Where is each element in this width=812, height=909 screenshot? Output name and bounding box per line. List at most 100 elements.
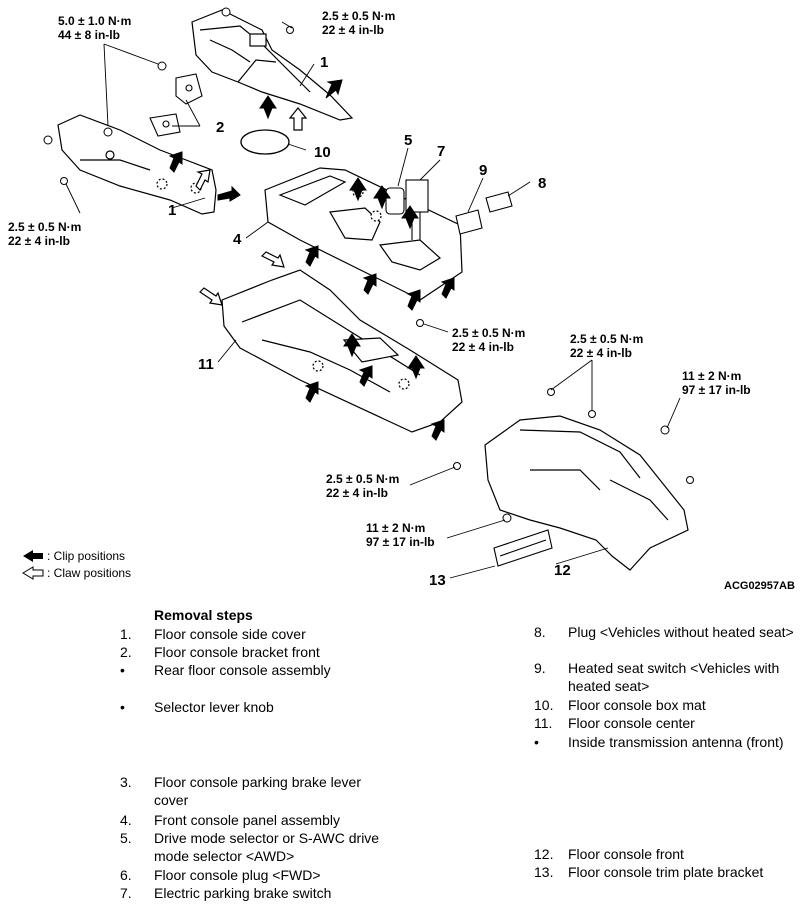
legend-clip-icon [23,550,43,562]
callout-part-1-lower: 1 [168,202,177,219]
torque-value-nm: 2.5 ± 0.5 N·m [8,220,82,234]
torque-value-inlb: 97 ± 17 in-lb [682,383,751,397]
step-marker: 13. [534,864,554,880]
step-marker: 4. [120,812,132,828]
trim-plate-bracket-drawing [493,529,553,567]
torque-value-nm: 2.5 ± 0.5 N·m [326,472,400,486]
torque-value-inlb: 22 ± 4 in-lb [8,234,70,248]
torque-label-bracket: 5.0 ± 1.0 N·m 44 ± 8 in-lb [58,14,131,42]
torque-label-panel: 2.5 ± 0.5 N·m 22 ± 4 in-lb [452,326,525,354]
torque-label-front-top: 2.5 ± 0.5 N·m 22 ± 4 in-lb [570,332,643,360]
step-item: 2. Floor console bracket front [120,643,394,661]
step-marker: 10. [534,697,554,713]
torque-value-inlb: 22 ± 4 in-lb [570,346,632,360]
callout-part-13: 13 [429,572,446,589]
legend-claw: : Claw positions [47,565,131,581]
step-text: Rear floor console assembly [154,662,331,678]
step-item: 7. Electric parking brake switch [120,884,394,902]
step-item: • Selector lever knob [120,698,394,716]
leader-lines [65,21,681,579]
step-text: Heated seat switch <Vehicles with heated… [568,660,780,694]
legend-claw-text: : Claw positions [47,566,132,580]
legend-clip-text: : Clip positions [47,549,126,563]
removal-steps-heading: Removal steps [154,607,253,623]
callout-part-9: 9 [479,162,488,179]
callout-part-4: 4 [233,231,242,248]
callout-part-11: 11 [198,356,214,373]
step-text: Plug <Vehicles without heated seat> [568,624,794,640]
side-cover-upper-drawing [191,9,354,121]
step-item: 12. Floor console front [534,845,806,863]
step-text: Floor console center [568,715,695,731]
torque-value-nm: 2.5 ± 0.5 N·m [322,9,396,23]
torque-label-lower-cover: 2.5 ± 0.5 N·m 22 ± 4 in-lb [8,220,81,248]
step-marker: • [120,699,125,715]
step-item: 1. Floor console side cover [120,625,394,643]
step-text: Inside transmission antenna (front) [568,734,784,750]
step-item: 6. Floor console plug <FWD> [120,866,394,884]
side-cover-lower-drawing [57,114,217,215]
step-marker: 8. [534,624,546,640]
step-item: 11. Floor console center [534,714,806,732]
step-marker: 11. [534,715,553,731]
step-text: Floor console box mat [568,697,706,713]
step-item: 13. Floor console trim plate bracket [534,863,806,881]
step-item: • Inside transmission antenna (front) [534,733,812,751]
bolts [43,7,694,523]
torque-value-nm: 11 ± 2 N·m [366,521,426,535]
step-item: 3. Floor console parking brake lever cov… [120,773,394,809]
legend-clip: : Clip positions [47,548,125,564]
front-console-panel-drawing [264,167,463,301]
step-marker: • [120,662,125,678]
step-item: 4. Front console panel assembly [120,811,394,829]
step-item: 8. Plug <Vehicles without heated seat> [534,623,806,641]
step-marker: 7. [120,885,132,901]
step-text: Floor console front [568,846,684,862]
step-text: Selector lever knob [154,699,274,715]
step-text: Front console panel assembly [154,812,340,828]
callout-part-7: 7 [437,143,446,160]
switches-drawing [385,179,513,240]
torque-value-nm: 5.0 ± 1.0 N·m [58,14,132,28]
claw-arrows [195,107,308,306]
step-text: Floor console plug <FWD> [154,867,321,883]
box-mat-drawing [240,129,290,155]
torque-label-front-side: 2.5 ± 0.5 N·m 22 ± 4 in-lb [326,472,399,500]
legend-claw-icon [22,566,44,580]
step-text: Drive mode selector or S-AWC drive mode … [154,830,380,864]
torque-value-nm: 2.5 ± 0.5 N·m [452,326,526,340]
step-text: Floor console trim plate bracket [568,864,764,880]
figure-code: ACG02957AB [724,580,795,592]
torque-value-inlb: 22 ± 4 in-lb [322,23,384,37]
torque-value-inlb: 22 ± 4 in-lb [326,486,388,500]
step-item: • Rear floor console assembly [120,661,394,679]
step-text: Floor console side cover [154,626,306,642]
callout-part-5: 5 [404,132,413,149]
floor-console-front-drawing [484,415,689,571]
step-marker: 1. [120,626,132,642]
step-marker: 5. [120,830,132,846]
step-text: Floor console bracket front [154,644,320,660]
callout-part-2: 2 [216,119,225,136]
torque-value-inlb: 97 ± 17 in-lb [366,535,435,549]
torque-value-nm: 11 ± 2 N·m [682,369,742,383]
step-item: 5. Drive mode selector or S-AWC drive mo… [120,829,394,865]
step-marker: • [534,734,539,750]
callout-part-1-upper: 1 [320,54,329,71]
torque-value-nm: 2.5 ± 0.5 N·m [570,332,644,346]
callout-part-8: 8 [538,175,547,192]
torque-label-upper-cover: 2.5 ± 0.5 N·m 22 ± 4 in-lb [322,9,395,37]
bracket-front-drawing [149,73,203,137]
step-item: 9. Heated seat switch <Vehicles with hea… [534,659,806,695]
step-item: 10. Floor console box mat [534,696,806,714]
torque-label-front-bottom: 11 ± 2 N·m 97 ± 17 in-lb [366,521,435,549]
step-marker: 9. [534,660,546,676]
callout-part-10: 10 [314,144,331,161]
torque-label-front-right: 11 ± 2 N·m 97 ± 17 in-lb [682,369,751,397]
torque-value-inlb: 44 ± 8 in-lb [58,28,120,42]
clip-arrows [168,79,455,441]
step-marker: 3. [120,774,132,790]
step-marker: 2. [120,644,132,660]
step-text: Floor console parking brake lever cover [154,774,361,808]
step-marker: 12. [534,846,554,862]
